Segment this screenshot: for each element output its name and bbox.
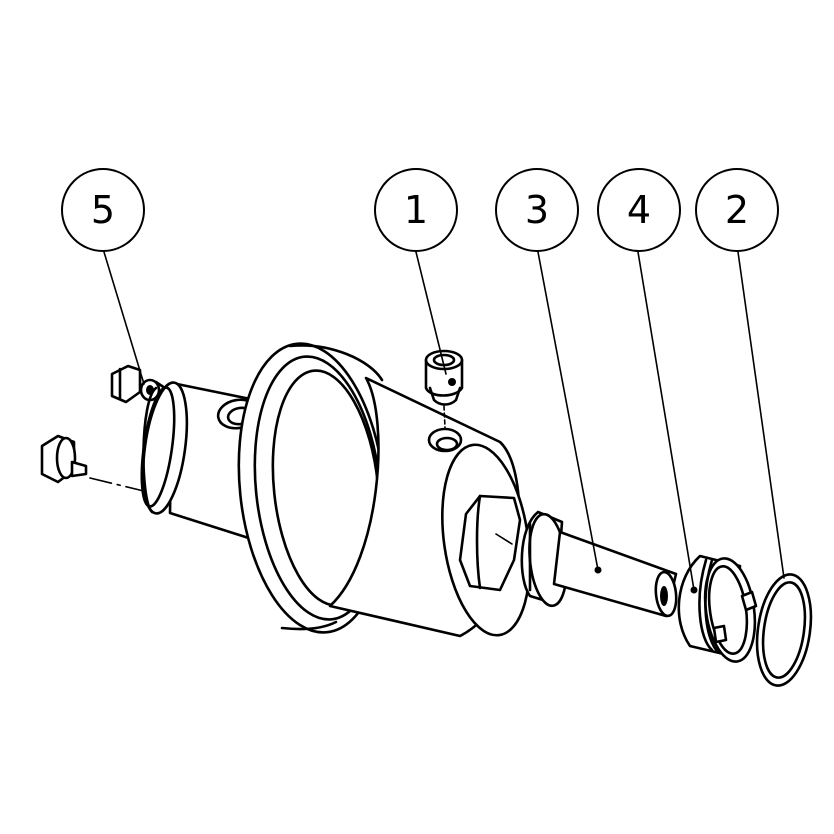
part-5-screw-lower <box>40 434 88 484</box>
part-4-slotted-ring <box>677 554 758 663</box>
callout-1-label: 1 <box>404 188 428 232</box>
leader-4 <box>637 251 695 591</box>
callout-3: 3 <box>495 168 579 252</box>
leader-2 <box>737 251 785 579</box>
leader-5 <box>103 251 145 385</box>
callout-5: 5 <box>61 168 145 252</box>
callout-2: 2 <box>695 168 779 252</box>
callout-2-label: 2 <box>725 188 749 232</box>
callout-4-label: 4 <box>627 188 651 232</box>
callout-1: 1 <box>374 168 458 252</box>
callout-4: 4 <box>597 168 681 252</box>
part-3-shaft <box>520 510 678 618</box>
callout-3-label: 3 <box>525 188 549 232</box>
part-2-retaining-ring <box>755 573 813 687</box>
leader-lines <box>103 251 785 591</box>
main-body-cone <box>328 376 531 638</box>
part-1-set-screw <box>424 349 464 429</box>
main-body-flange <box>237 342 387 634</box>
leader-3 <box>537 251 599 571</box>
callout-5-label: 5 <box>91 188 115 232</box>
leader-1 <box>415 251 447 375</box>
